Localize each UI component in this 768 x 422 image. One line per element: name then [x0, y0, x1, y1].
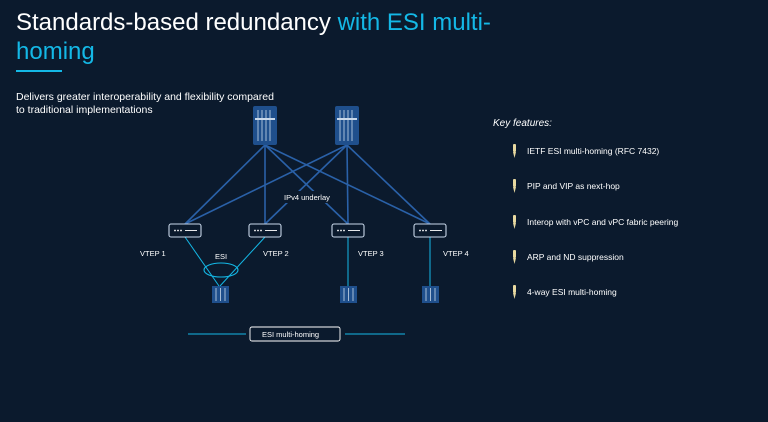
- vtep-label-3: VTEP 3: [358, 249, 384, 258]
- esi-multihoming-label: ESI multi-homing: [262, 330, 319, 339]
- server-1: [212, 286, 229, 303]
- feature-item: PIP and VIP as next-hop: [512, 179, 620, 193]
- slide-title: Standards-based redundancy with ESI mult…: [16, 8, 536, 66]
- leaf-switch-2: [248, 223, 282, 238]
- feature-text: 4-way ESI multi-homing: [527, 287, 617, 297]
- pin-icon: [513, 179, 516, 193]
- slide-subtitle: Delivers greater interoperability and fl…: [16, 91, 274, 116]
- esi-ellipse: [203, 262, 239, 278]
- access-links: [184, 236, 431, 287]
- key-features-heading: Key features:: [493, 118, 552, 129]
- server-2: [340, 286, 357, 303]
- vtep-label-1: VTEP 1: [140, 249, 166, 258]
- feature-item: 4-way ESI multi-homing: [512, 285, 617, 299]
- underlay-label-bg: [282, 191, 340, 203]
- feature-text: Interop with vPC and vPC fabric peering: [527, 217, 679, 227]
- pin-icon: [513, 215, 516, 229]
- title-underline: [16, 70, 62, 72]
- esi-multihoming-badge: [249, 326, 341, 342]
- vtep-label-2: VTEP 2: [263, 249, 289, 258]
- leaf-switch-1: [168, 223, 202, 238]
- leaf-switch-3: [331, 223, 365, 238]
- vtep-label-4: VTEP 4: [443, 249, 469, 258]
- leaf-switch-4: [413, 223, 447, 238]
- title-main: Standards-based redundancy: [16, 9, 338, 36]
- pin-icon: [513, 144, 516, 158]
- feature-text: IETF ESI multi-homing (RFC 7432): [527, 146, 660, 156]
- feature-item: Interop with vPC and vPC fabric peering: [512, 215, 678, 229]
- feature-item: IETF ESI multi-homing (RFC 7432): [512, 144, 659, 158]
- feature-text: PIP and VIP as next-hop: [527, 181, 620, 191]
- esi-label: ESI: [215, 252, 227, 261]
- title-accent: with ESI multi-homing: [16, 9, 491, 65]
- feature-text: ARP and ND suppression: [527, 252, 624, 262]
- feature-item: ARP and ND suppression: [512, 250, 624, 264]
- pin-icon: [513, 285, 516, 299]
- underlay-label: IPv4 underlay: [284, 193, 330, 202]
- pin-icon: [513, 250, 516, 264]
- fabric-links: [184, 144, 431, 225]
- spine-switch: [335, 106, 359, 145]
- server-3: [422, 286, 439, 303]
- spine-switch: [253, 106, 277, 145]
